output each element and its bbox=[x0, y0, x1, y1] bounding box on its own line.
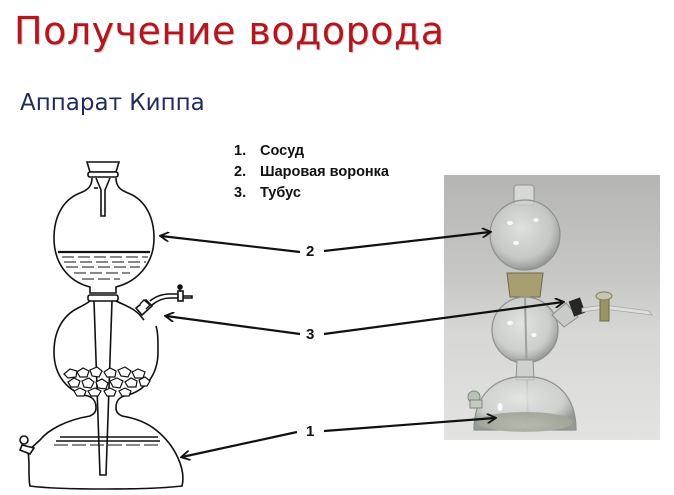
legend-number: 1. bbox=[234, 143, 247, 159]
kipp-apparatus-drawing bbox=[18, 161, 193, 490]
legend-label: Шаровая воронка bbox=[260, 164, 389, 180]
legend-label: Сосуд bbox=[260, 143, 305, 159]
legend-label: Тубус bbox=[260, 185, 301, 201]
legend-item: 1. Сосуд bbox=[234, 141, 389, 162]
legend-item: 2. Шаровая воронка bbox=[234, 162, 389, 183]
kipp-apparatus-photo bbox=[444, 175, 660, 440]
legend-number: 3. bbox=[234, 185, 247, 201]
callout-label-3: 3 bbox=[302, 327, 319, 343]
legend-item: 3. Тубус bbox=[234, 183, 389, 204]
parts-legend: 1. Сосуд 2. Шаровая воронка 3. Тубус bbox=[234, 141, 389, 204]
callout-label-2: 2 bbox=[302, 244, 319, 260]
photo-glassware bbox=[467, 184, 653, 432]
slide-subtitle: Аппарат Киппа bbox=[20, 90, 205, 116]
legend-number: 2. bbox=[234, 164, 247, 180]
callout-label-1: 1 bbox=[302, 424, 319, 440]
slide-title: Получение водорода bbox=[14, 9, 445, 53]
